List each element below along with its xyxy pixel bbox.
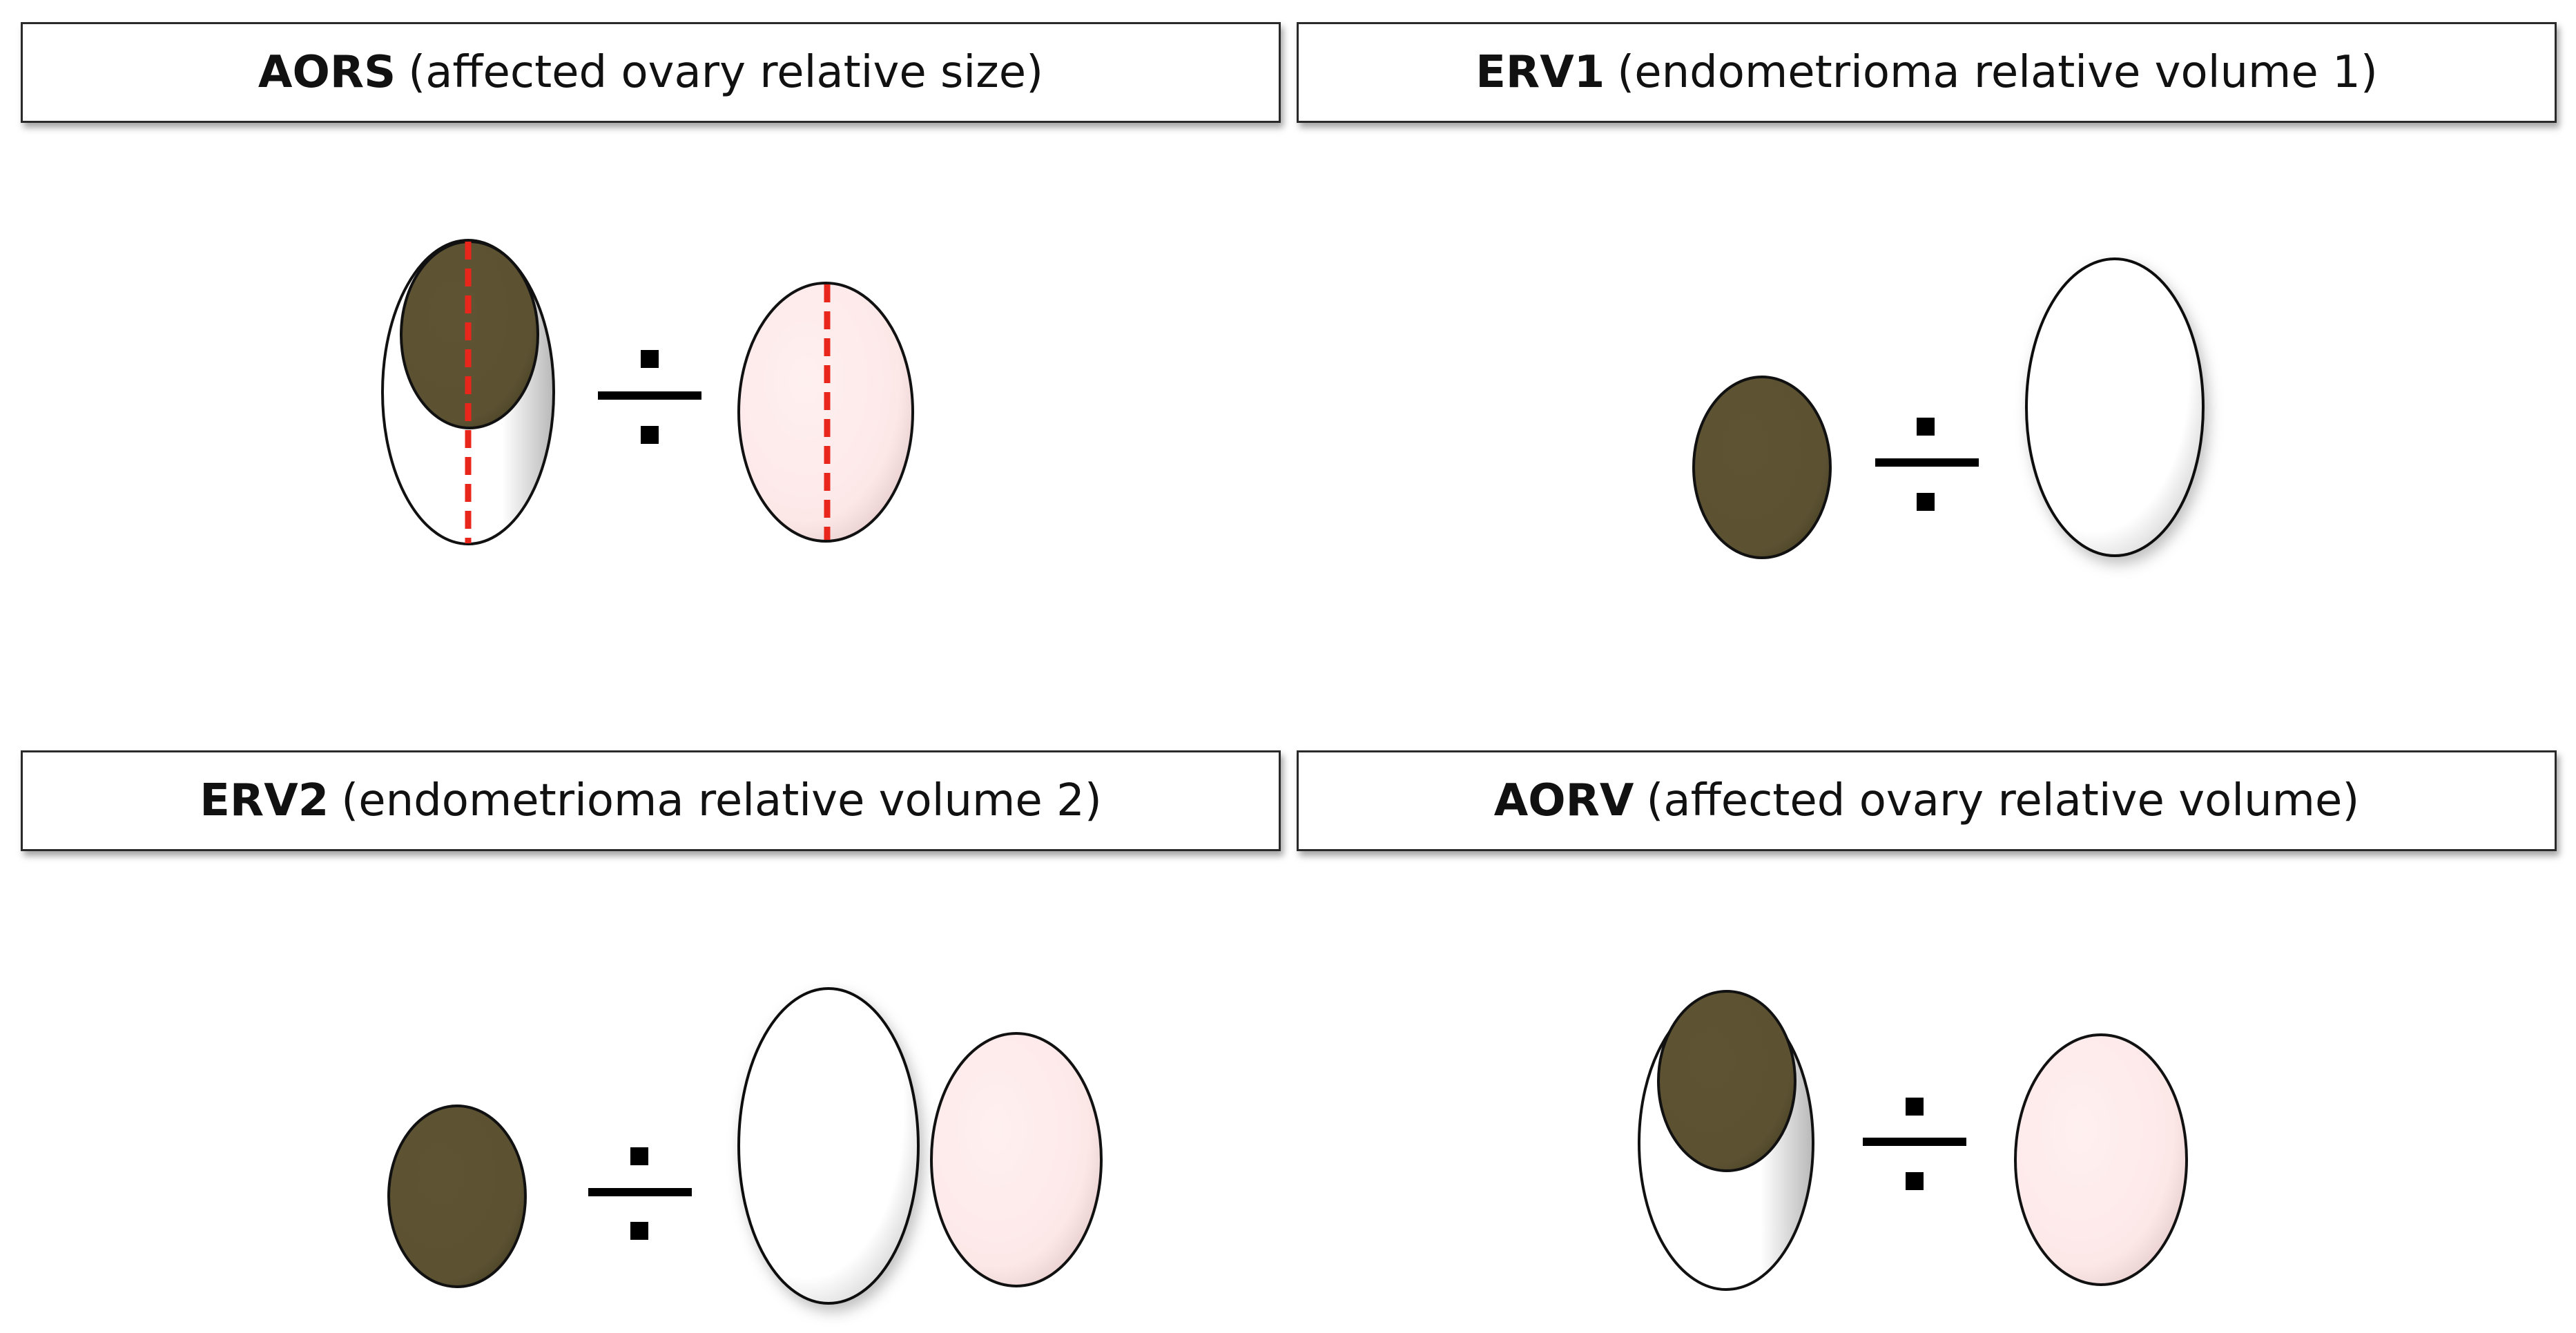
panel-description-erv1: (endometrioma relative volume 1) — [1617, 47, 2378, 98]
panel-description-aorv: (affected ovary relative volume) — [1646, 775, 2360, 826]
panel-title-erv1: ERV1 (endometrioma relative volume 1) — [1297, 22, 2557, 123]
affected-ovary-icon — [737, 987, 920, 1305]
division-sign-icon — [1875, 418, 1979, 511]
panel-description-aors: (affected ovary relative size) — [408, 47, 1044, 98]
aorv-figure — [1638, 990, 2188, 1291]
erv1-figure — [1692, 257, 2205, 559]
erv2-figure — [387, 987, 1103, 1305]
division-sign-icon — [1863, 1098, 1966, 1190]
division-sign-icon — [588, 1147, 692, 1240]
contralateral-ovary-icon — [737, 282, 914, 543]
division-sign-icon — [598, 350, 701, 444]
panel-title-erv2: ERV2 (endometrioma relative volume 2) — [21, 750, 1281, 851]
endometrioma-icon — [1692, 376, 1832, 559]
panel-title-aorv: AORV (affected ovary relative volume) — [1297, 750, 2557, 851]
affected-ovary-icon — [2025, 257, 2205, 557]
aors-figure — [381, 239, 914, 545]
panel-abbr-aors: AORS — [258, 47, 396, 98]
panel-title-aors: AORS (affected ovary relative size) — [21, 22, 1281, 123]
endometrioma-icon — [1657, 990, 1797, 1172]
endometrioma-icon — [387, 1105, 527, 1288]
contralateral-ovary-icon — [2014, 1033, 2188, 1286]
panel-abbr-erv2: ERV2 — [200, 775, 329, 826]
panel-abbr-aorv: AORV — [1493, 775, 1634, 826]
panel-description-erv2: (endometrioma relative volume 2) — [341, 775, 1102, 826]
contralateral-ovary-icon — [930, 1032, 1103, 1287]
panel-abbr-erv1: ERV1 — [1475, 47, 1605, 98]
